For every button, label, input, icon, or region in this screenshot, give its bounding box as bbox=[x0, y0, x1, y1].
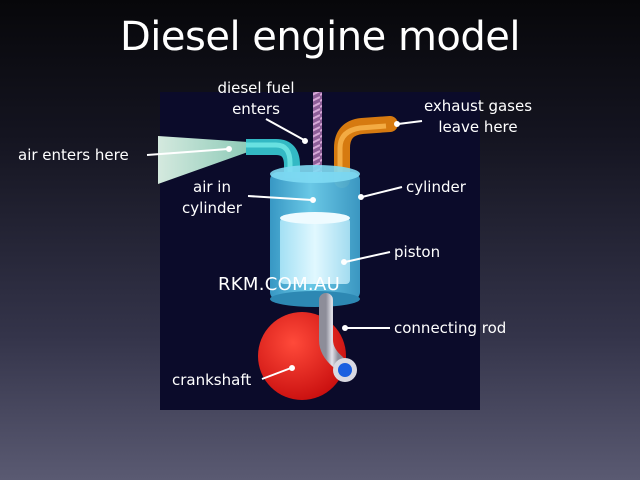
crank-pin bbox=[338, 363, 352, 377]
air-in-cylinder-label: air in cylinder bbox=[180, 177, 244, 219]
label-pointers bbox=[146, 118, 423, 380]
air-inflow-cone bbox=[158, 136, 248, 184]
fuel-injector-rod bbox=[313, 92, 322, 182]
air-in-cylinder-label-line1: air in bbox=[193, 178, 231, 196]
air-enters-label: air enters here bbox=[18, 146, 129, 164]
watermark-text: RKM.COM.AU bbox=[218, 274, 341, 295]
piston-body bbox=[280, 212, 350, 284]
connecting-rod-label: connecting rod bbox=[394, 319, 507, 337]
cylinder-label: cylinder bbox=[406, 178, 466, 196]
connecting-rod bbox=[319, 293, 345, 369]
slide-title: Diesel engine model bbox=[120, 14, 521, 60]
piston-label: piston bbox=[394, 243, 441, 261]
diesel-fuel-label-line1: diesel fuel bbox=[217, 79, 295, 97]
exhaust-label-line2: leave here bbox=[438, 118, 518, 136]
diesel-fuel-label: diesel fuel enters bbox=[204, 78, 308, 120]
exhaust-label-line1: exhaust gases bbox=[423, 97, 533, 115]
air-in-cylinder-label-line2: cylinder bbox=[182, 199, 242, 217]
exhaust-label: exhaust gases leave here bbox=[420, 96, 536, 138]
diesel-fuel-label-line2: enters bbox=[232, 100, 280, 118]
crankshaft-label: crankshaft bbox=[172, 371, 252, 389]
